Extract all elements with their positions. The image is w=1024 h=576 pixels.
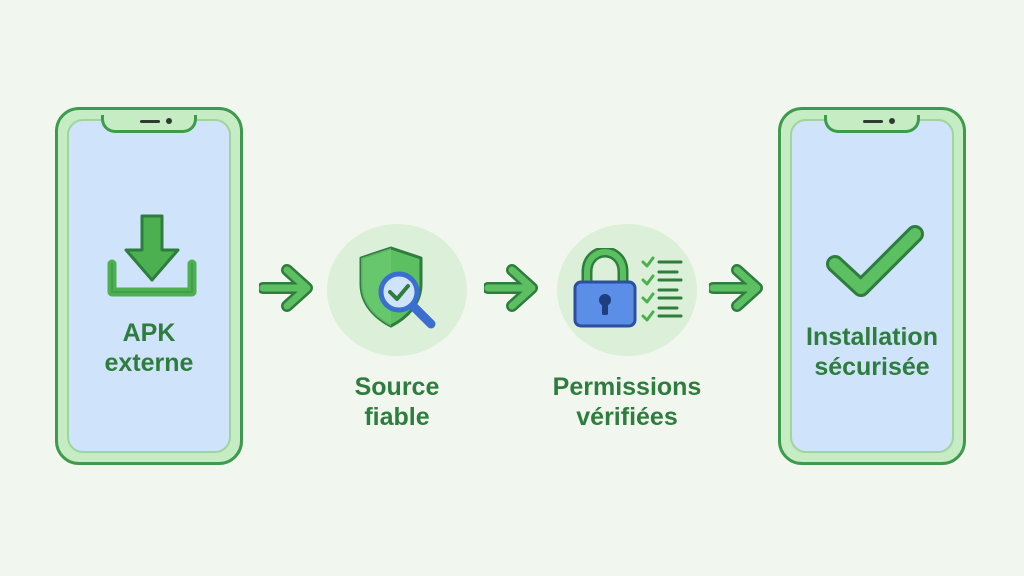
label-line-1: APK <box>122 319 176 347</box>
phone-apk-externe: APK externe <box>55 107 243 465</box>
label-line-2: fiable <box>364 403 430 431</box>
arrow-right-icon <box>259 264 313 312</box>
label-line-1: Permissions <box>552 373 702 401</box>
step-label-installation: Installation sécurisée <box>781 322 963 382</box>
download-icon <box>107 214 197 297</box>
phone-installation: Installation sécurisée <box>778 107 966 465</box>
circle-source-fiable <box>327 224 467 356</box>
phone-speaker <box>863 120 883 123</box>
phone-camera <box>166 118 172 124</box>
lock-checklist-icon <box>573 248 683 328</box>
shield-search-icon <box>359 246 436 329</box>
step-label-source: Source fiable <box>318 372 476 432</box>
phone-screen <box>67 119 231 453</box>
label-line-2: externe <box>104 349 194 377</box>
arrow-right-icon <box>484 264 538 312</box>
checkmark-icon <box>826 225 924 297</box>
label-line-1: Installation <box>806 323 938 351</box>
phone-camera <box>889 118 895 124</box>
phone-notch <box>101 115 197 133</box>
step-label-permissions: Permissions vérifiées <box>530 372 724 432</box>
arrow-right-icon <box>709 264 763 312</box>
label-line-2: vérifiées <box>576 403 678 431</box>
label-line-2: sécurisée <box>814 353 930 381</box>
step-label-apk: APK externe <box>58 318 240 378</box>
phone-speaker <box>140 120 160 123</box>
phone-notch <box>824 115 920 133</box>
label-line-1: Source <box>354 373 440 401</box>
circle-permissions <box>557 224 697 356</box>
